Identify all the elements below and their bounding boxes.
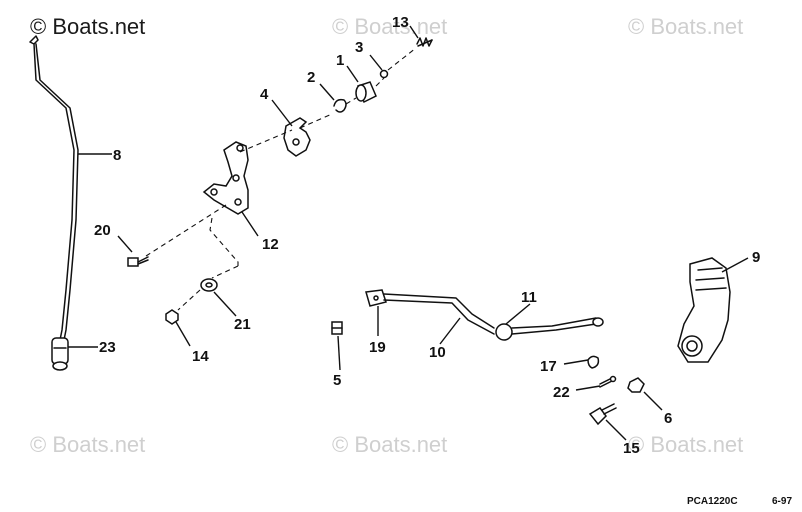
watermark-top-left: © Boats.net — [30, 14, 145, 39]
part-19-connector — [365, 289, 387, 307]
part-2-clip — [333, 98, 347, 113]
callout-8: 8 — [113, 147, 121, 164]
part-5-clip — [331, 321, 343, 335]
leader-lines — [68, 25, 749, 441]
callout-11: 11 — [521, 289, 537, 306]
part-21-washer — [200, 278, 218, 292]
callout-14: 14 — [192, 348, 209, 365]
callout-3: 3 — [355, 39, 363, 56]
watermark-bottom-center: © Boats.net — [332, 432, 447, 457]
part-6-nut — [627, 377, 645, 393]
part-10-link — [383, 293, 604, 335]
part-14-nut — [165, 309, 179, 325]
callout-1: 1 — [336, 52, 344, 69]
callout-19: 19 — [369, 339, 386, 356]
callout-5: 5 — [333, 372, 341, 389]
callout-6: 6 — [664, 410, 672, 427]
assembly-lines — [145, 47, 417, 311]
watermark-top-center: © Boats.net — [332, 14, 447, 39]
part-1-bushing — [355, 81, 377, 104]
part-8-link-rod — [29, 35, 79, 341]
watermark-layer: © Boats.net © Boats.net © Boats.net © Bo… — [30, 14, 743, 457]
diagram-footer: PCA1220C 6-97 — [687, 496, 792, 507]
diagram-date: 6-97 — [772, 496, 792, 507]
callout-17: 17 — [540, 358, 557, 375]
part-13-spring — [416, 37, 433, 47]
callout-9: 9 — [752, 249, 760, 266]
callout-12: 12 — [262, 236, 279, 253]
callout-labels: 13 3 1 2 4 8 20 12 21 14 23 9 11 10 19 5… — [94, 14, 760, 457]
callout-23: 23 — [99, 339, 116, 356]
part-9-handle — [677, 257, 731, 363]
callout-4: 4 — [260, 86, 269, 103]
diagram-code: PCA1220C — [687, 496, 738, 507]
part-17-eclip — [587, 355, 600, 369]
callout-20: 20 — [94, 222, 111, 239]
watermark-bottom-left: © Boats.net — [30, 432, 145, 457]
callout-21: 21 — [234, 316, 251, 333]
callout-22: 22 — [553, 384, 570, 401]
part-20-screw — [127, 256, 149, 267]
callout-2: 2 — [307, 69, 315, 86]
part-11-grommet — [495, 323, 513, 341]
callout-13: 13 — [392, 14, 409, 31]
callout-15: 15 — [623, 440, 640, 457]
part-3-ball — [379, 69, 389, 79]
callout-10: 10 — [429, 344, 446, 361]
part-22-pin — [599, 375, 617, 388]
part-15-bolt — [588, 403, 617, 426]
part-12-bracket — [202, 141, 249, 215]
part-23-rod-connector — [51, 337, 69, 371]
part-4-cam — [283, 117, 311, 157]
watermark-bottom-right: © Boats.net — [628, 432, 743, 457]
watermark-top-right: © Boats.net — [628, 14, 743, 39]
